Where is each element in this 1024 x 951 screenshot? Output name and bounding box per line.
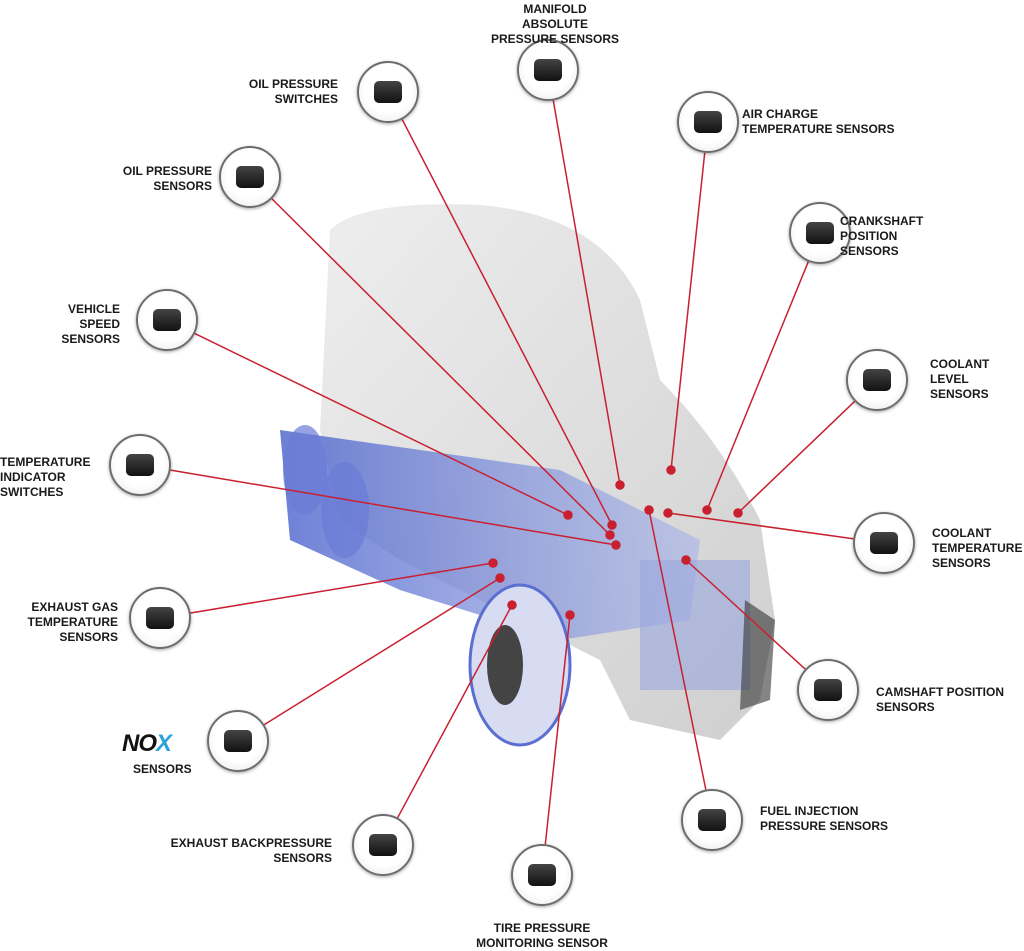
leader-line-manifold xyxy=(552,100,621,486)
sensor-part-icon xyxy=(806,222,834,244)
sensor-part-icon xyxy=(224,730,252,752)
leader-line-exhaust-back xyxy=(397,604,513,819)
leader-line-nox xyxy=(263,577,501,726)
sensor-part-icon xyxy=(698,809,726,831)
sensor-part-icon xyxy=(146,607,174,629)
leader-line-temp-indicator xyxy=(170,469,617,546)
sensor-location-dot-oil-sensor[interactable] xyxy=(605,530,615,540)
sensor-part-icon xyxy=(153,309,181,331)
sensor-thumbnail-oil-switch[interactable] xyxy=(357,61,419,123)
sensor-thumbnail-nox[interactable] xyxy=(207,710,269,772)
sensor-label-oil-sensor: OIL PRESSURE SENSORS xyxy=(122,164,212,193)
sensor-label-coolant-temp: COOLANT TEMPERATURE SENSORS xyxy=(932,526,1023,570)
sensor-thumbnail-tire[interactable] xyxy=(511,844,573,906)
sensor-location-dot-manifold[interactable] xyxy=(615,480,625,490)
leader-line-oil-switch xyxy=(401,119,613,526)
sensor-location-dot-fuel-injection[interactable] xyxy=(644,505,654,515)
sensor-thumbnail-exhaust-gas[interactable] xyxy=(129,587,191,649)
sensor-location-dot-camshaft[interactable] xyxy=(681,555,691,565)
sensor-location-dot-temp-indicator[interactable] xyxy=(611,540,621,550)
sensor-thumbnail-manifold[interactable] xyxy=(517,39,579,101)
sensor-label-tire: TIRE PRESSURE MONITORING SENSOR xyxy=(476,921,608,950)
sensor-part-icon xyxy=(694,111,722,133)
leader-line-coolant-temp xyxy=(667,512,854,540)
sensor-thumbnail-camshaft[interactable] xyxy=(797,659,859,721)
sensor-thumbnail-crankshaft[interactable] xyxy=(789,202,851,264)
sensor-thumbnail-coolant-level[interactable] xyxy=(846,349,908,411)
sensor-location-dot-nox[interactable] xyxy=(495,573,505,583)
sensor-location-dot-air-charge[interactable] xyxy=(666,465,676,475)
leader-line-oil-sensor xyxy=(271,198,611,536)
sensor-location-dot-coolant-temp[interactable] xyxy=(663,508,673,518)
sensor-location-dot-coolant-level[interactable] xyxy=(733,508,743,518)
leader-line-vehicle-speed xyxy=(194,332,569,516)
sensor-thumbnail-coolant-temp[interactable] xyxy=(853,512,915,574)
leader-line-fuel-injection xyxy=(648,509,707,790)
sensor-location-dot-exhaust-back[interactable] xyxy=(507,600,517,610)
sensor-location-dot-exhaust-gas[interactable] xyxy=(488,558,498,568)
sensor-label-nox: SENSORS xyxy=(133,762,192,776)
sensor-thumbnail-air-charge[interactable] xyxy=(677,91,739,153)
sensor-part-icon xyxy=(374,81,402,103)
sensor-location-dot-vehicle-speed[interactable] xyxy=(563,510,573,520)
sensor-part-icon xyxy=(236,166,264,188)
sensor-label-oil-switch: OIL PRESSURE SWITCHES xyxy=(248,77,338,106)
sensor-part-icon xyxy=(534,59,562,81)
leader-line-coolant-level xyxy=(737,400,856,514)
leader-line-tire xyxy=(544,614,571,845)
sensor-thumbnail-vehicle-speed[interactable] xyxy=(136,289,198,351)
sensor-location-dot-crankshaft[interactable] xyxy=(702,505,712,515)
sensor-thumbnail-fuel-injection[interactable] xyxy=(681,789,743,851)
sensor-label-manifold: MANIFOLD ABSOLUTE PRESSURE SENSORS xyxy=(490,2,620,46)
sensor-label-air-charge: AIR CHARGE TEMPERATURE SENSORS xyxy=(742,107,895,136)
sensor-label-fuel-injection: FUEL INJECTION PRESSURE SENSORS xyxy=(760,804,889,833)
sensor-thumbnail-temp-indicator[interactable] xyxy=(109,434,171,496)
nox-logo: NOX xyxy=(122,730,172,757)
leader-line-camshaft xyxy=(685,559,806,670)
sensor-label-coolant-level: COOLANT LEVEL SENSORS xyxy=(930,357,990,401)
sensor-label-camshaft: CAMSHAFT POSITION SENSORS xyxy=(876,685,1004,714)
sensor-part-icon xyxy=(126,454,154,476)
sensor-thumbnail-exhaust-back[interactable] xyxy=(352,814,414,876)
truck-illustration xyxy=(280,204,775,747)
sensor-part-icon xyxy=(528,864,556,886)
sensor-part-icon xyxy=(369,834,397,856)
sensor-part-icon xyxy=(870,532,898,554)
leader-line-air-charge xyxy=(670,152,706,471)
sensor-label-exhaust-back: EXHAUST BACKPRESSURE SENSORS xyxy=(170,836,332,865)
leader-line-exhaust-gas xyxy=(190,562,494,614)
sensor-label-vehicle-speed: VEHICLE SPEED SENSORS xyxy=(61,302,120,346)
sensor-part-icon xyxy=(863,369,891,391)
leader-line-crankshaft xyxy=(706,261,809,511)
sensor-label-temp-indicator: TEMPERATURE INDICATOR SWITCHES xyxy=(0,455,91,499)
sensor-label-exhaust-gas: EXHAUST GAS TEMPERATURE SENSORS xyxy=(27,600,118,644)
sensor-location-dot-oil-switch[interactable] xyxy=(607,520,617,530)
sensor-thumbnail-oil-sensor[interactable] xyxy=(219,146,281,208)
sensor-label-crankshaft: CRANKSHAFT POSITION SENSORS xyxy=(840,214,924,258)
sensor-part-icon xyxy=(814,679,842,701)
sensor-location-dot-tire[interactable] xyxy=(565,610,575,620)
